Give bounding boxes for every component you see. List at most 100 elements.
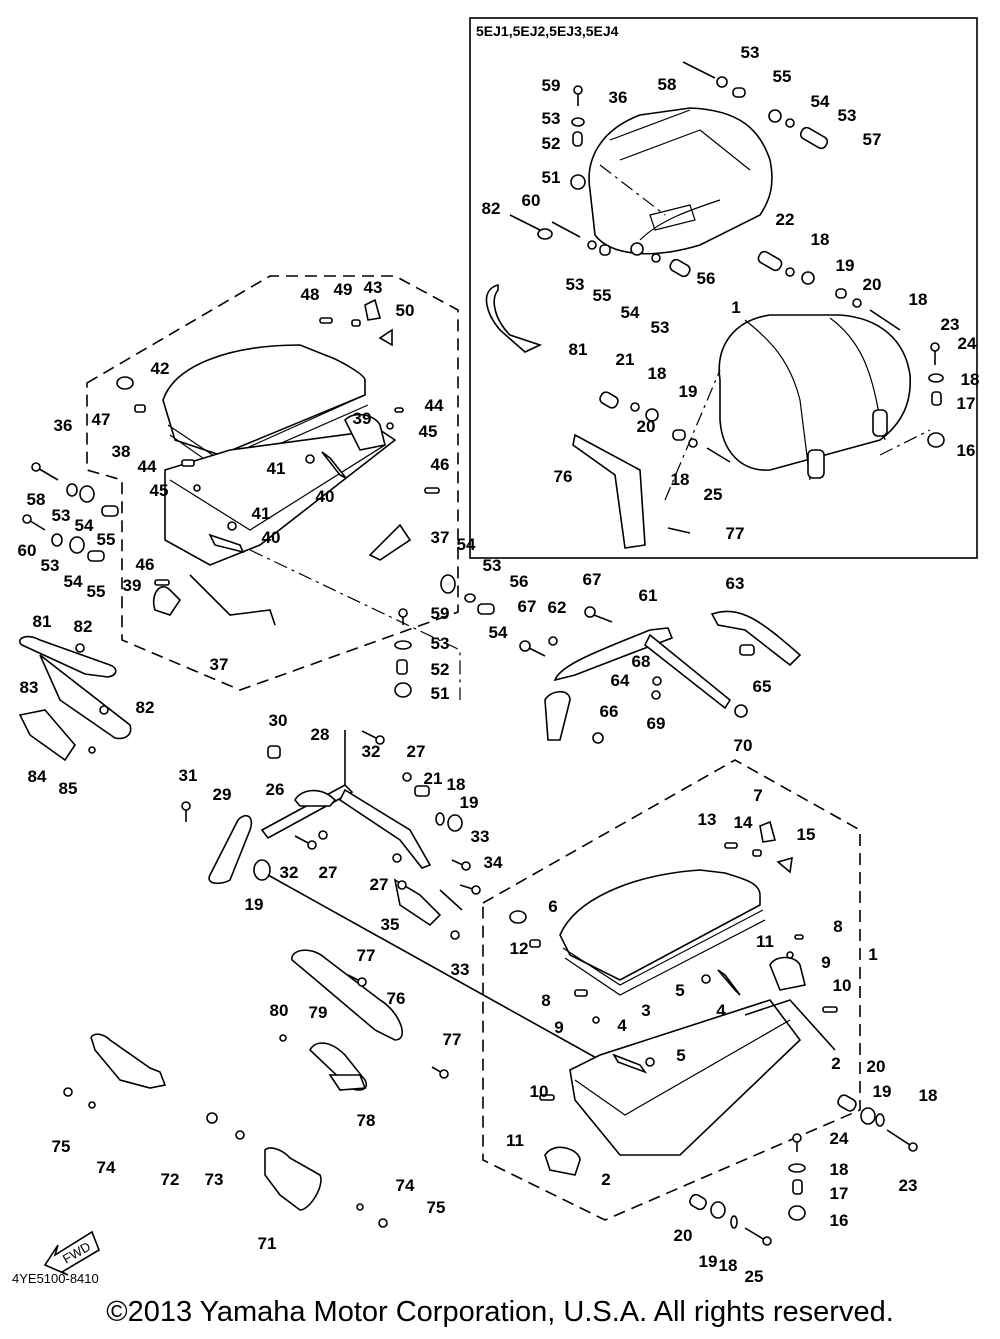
rear-stay-brackets (519, 606, 802, 744)
bracket-76 (291, 949, 404, 1041)
part-callout-59: 59 (431, 604, 450, 623)
inset-title: 5EJ1,5EJ2,5EJ3,5EJ4 (476, 23, 619, 39)
part-callout-18: 18 (719, 1256, 738, 1275)
bracket-71 (264, 1147, 322, 1211)
case-body (164, 429, 397, 566)
part-callout-15: 15 (797, 825, 816, 844)
drawing-code: 4YE5100-8410 (12, 1271, 99, 1286)
part-callout-73: 73 (205, 1170, 224, 1189)
part-callout-33: 33 (471, 827, 490, 846)
part-callout-69: 69 (647, 714, 666, 733)
part-callout-18: 18 (961, 370, 980, 389)
part-callout-47: 47 (92, 410, 111, 429)
part-callout-53: 53 (483, 556, 502, 575)
inset-leader-lines (599, 164, 931, 501)
part-callout-16: 16 (830, 1211, 849, 1230)
copyright-notice: ©2013 Yamaha Motor Corporation, U.S.A. A… (106, 1296, 894, 1328)
part-callout-52: 52 (431, 660, 450, 679)
part-callout-35: 35 (381, 915, 400, 934)
part-callout-5: 5 (675, 981, 684, 1000)
part-callout-12: 12 (510, 939, 529, 958)
part-callout-85: 85 (59, 779, 78, 798)
part-callout-54: 54 (811, 92, 830, 111)
part-callout-16: 16 (957, 441, 976, 460)
part-callout-55: 55 (773, 67, 792, 86)
part-callout-82: 82 (74, 617, 93, 636)
part-callout-50: 50 (396, 301, 415, 320)
part-callout-42: 42 (151, 359, 170, 378)
part-callout-20: 20 (637, 417, 656, 436)
part-callout-19: 19 (679, 382, 698, 401)
part-callout-25: 25 (704, 485, 723, 504)
part-callout-67: 67 (518, 597, 537, 616)
part-callout-77: 77 (443, 1030, 462, 1049)
part-callout-61: 61 (639, 586, 658, 605)
upper-hard-case-assembly (22, 275, 495, 700)
latch-39-left (152, 586, 182, 616)
part-callout-55: 55 (97, 530, 116, 549)
side-bracket-81 (18, 635, 132, 762)
part-callout-39: 39 (353, 409, 372, 428)
part-callout-77: 77 (726, 524, 745, 543)
part-callout-44: 44 (425, 396, 444, 415)
part-callout-54: 54 (489, 623, 508, 642)
mounting-bracket-assembly (181, 730, 601, 1061)
part-callout-37: 37 (210, 655, 229, 674)
part-callout-45: 45 (419, 422, 438, 441)
part-callout-53: 53 (651, 318, 670, 337)
part-callout-51: 51 (542, 168, 561, 187)
part-callout-53: 53 (542, 109, 561, 128)
part-callout-18: 18 (648, 364, 667, 383)
part-callout-70: 70 (734, 736, 753, 755)
part-callout-19: 19 (460, 793, 479, 812)
part-callout-8: 8 (833, 917, 842, 936)
bracket-35 (393, 878, 442, 927)
part-callout-13: 13 (698, 810, 717, 829)
part-callout-65: 65 (753, 677, 772, 696)
part-callout-1: 1 (868, 945, 877, 964)
part-callout-52: 52 (542, 134, 561, 153)
part-callout-48: 48 (301, 285, 320, 304)
part-callout-9: 9 (821, 953, 830, 972)
part-callout-53: 53 (741, 43, 760, 62)
lower-hard-case-assembly (482, 759, 918, 1246)
part-callout-71: 71 (258, 1234, 277, 1253)
part-callout-20: 20 (867, 1057, 886, 1076)
part-callout-20: 20 (674, 1226, 693, 1245)
inset-hardware (509, 61, 945, 534)
support-bar-76 (572, 433, 646, 549)
part-callout-82: 82 (136, 698, 155, 717)
part-callout-56: 56 (510, 572, 529, 591)
part-callout-26: 26 (266, 780, 285, 799)
part-callout-43: 43 (364, 278, 383, 297)
part-callout-9: 9 (554, 1018, 563, 1037)
inset-frame (469, 17, 978, 559)
part-callout-46: 46 (431, 455, 450, 474)
part-callout-14: 14 (734, 813, 753, 832)
case-body-lower (569, 999, 802, 1156)
part-callout-21: 21 (424, 769, 443, 788)
part-callout-36: 36 (609, 88, 628, 107)
part-callout-53: 53 (431, 634, 450, 653)
part-callout-8: 8 (541, 991, 550, 1010)
part-callout-64: 64 (611, 671, 630, 690)
bracket-83-84 (18, 709, 77, 762)
part-callout-72: 72 (161, 1170, 180, 1189)
part-callout-2: 2 (831, 1054, 840, 1073)
part-callout-30: 30 (269, 711, 288, 730)
bracket-72 (90, 1033, 167, 1089)
part-callout-3: 3 (641, 1001, 650, 1020)
part-callout-54: 54 (621, 303, 640, 322)
lower-hardware (509, 820, 918, 1246)
part-callout-53: 53 (566, 275, 585, 294)
part-callout-18: 18 (919, 1086, 938, 1105)
part-callout-66: 66 (600, 702, 619, 721)
part-callout-28: 28 (311, 725, 330, 744)
part-callout-44: 44 (138, 457, 157, 476)
part-callout-40: 40 (262, 528, 281, 547)
pad-78 (328, 1074, 367, 1091)
leather-top-case (588, 107, 773, 255)
part-callout-27: 27 (370, 875, 389, 894)
leather-saddlebag (718, 314, 911, 481)
part-callout-59: 59 (542, 76, 561, 95)
